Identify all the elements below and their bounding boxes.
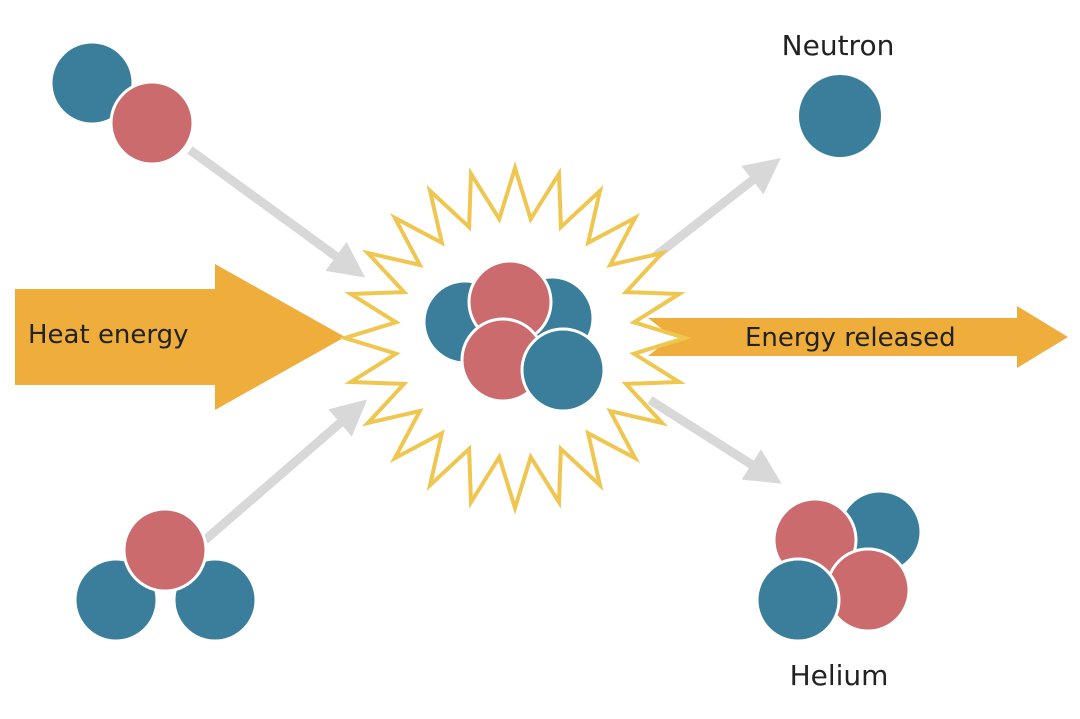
particle-paths [187,146,782,544]
tritium-proton [122,507,208,593]
energy-released-arrow: Energy released [648,306,1068,368]
helium-label: Helium [790,659,889,692]
neutron-label: Neutron [782,29,895,62]
heat-energy-arrow: Heat energy [15,264,345,410]
path-arrow-neutron-out [645,158,781,266]
path-arrow-tritium-in [202,399,368,544]
deuterium-proton [109,80,195,166]
path-arrow-helium-out [647,396,782,484]
neutron-particle: Neutron [782,29,895,157]
fusing-nucleus [422,259,606,413]
deuterium-atom [49,40,195,166]
energy-released-label: Energy released [745,323,956,353]
tritium-atom [73,507,258,643]
helium-neutron [755,557,841,643]
nucleus-neutron [520,327,606,413]
deuterium-neutron [49,40,135,126]
neutron-circle [799,75,881,157]
helium-atom: Helium [755,489,923,692]
path-arrow-deuterium-in [187,146,366,278]
heat-energy-label: Heat energy [28,320,189,350]
